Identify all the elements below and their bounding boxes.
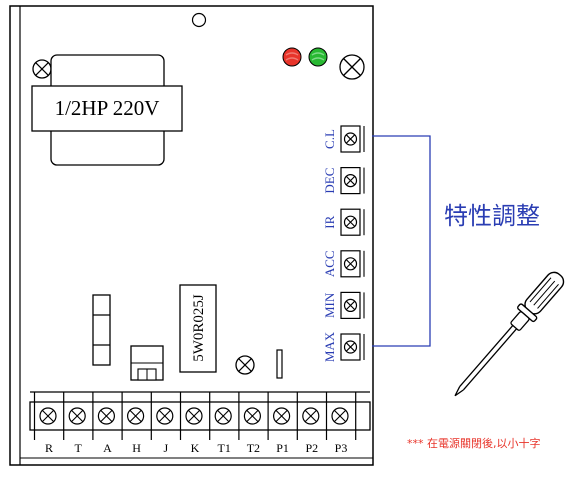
adjust-pot-label: C.L xyxy=(322,129,337,149)
terminal-j: J xyxy=(150,392,174,455)
terminal-label: H xyxy=(132,441,141,455)
screw-top-left-icon xyxy=(32,59,52,79)
terminal-label: A xyxy=(103,441,112,455)
resistor-label: 5W0R025J xyxy=(191,294,207,362)
terminal-label: P1 xyxy=(276,441,289,455)
screw-middle-icon xyxy=(235,355,255,375)
warning-note: *** 在電源關閉後,以小十字 xyxy=(407,437,541,450)
led-red xyxy=(282,47,302,67)
terminal-label: T1 xyxy=(218,441,231,455)
transformer: 1/2HP 220V xyxy=(31,54,183,166)
adjust-pot-acc: ACC xyxy=(322,250,365,278)
adjust-pot-ir: IR xyxy=(322,208,365,236)
adjustment-pots: C.L DEC IR ACC MIN MAX xyxy=(322,125,365,362)
adjust-pot-dec: DEC xyxy=(322,167,365,195)
led-green xyxy=(308,47,328,67)
adjust-pot-label: DEC xyxy=(322,168,337,194)
terminal-h: H xyxy=(121,392,145,455)
mounting-hole xyxy=(191,12,207,28)
terminal-k: K xyxy=(179,392,203,455)
shunt-resistor: 5W0R025J xyxy=(179,284,217,373)
terminal-label: J xyxy=(163,441,168,455)
jumper-slot xyxy=(276,349,283,379)
indicator-leds xyxy=(282,47,328,67)
adjust-pot-min: MIN xyxy=(322,291,365,319)
terminal-a: A xyxy=(92,392,116,455)
adjust-pot-label: MAX xyxy=(322,331,337,362)
terminal-p1: P1 xyxy=(267,392,291,455)
adjust-title: 特性調整 xyxy=(444,202,540,230)
screwdriver-icon xyxy=(454,271,565,397)
terminal-r: R xyxy=(33,392,57,455)
adjust-pot-max: MAX xyxy=(322,331,365,362)
adjust-pot-label: IR xyxy=(322,215,337,228)
adjust-pot-label: ACC xyxy=(322,250,337,277)
terminal-label: R xyxy=(45,441,53,455)
terminal-t: T xyxy=(63,392,86,455)
terminal-label: T xyxy=(75,441,83,455)
terminal-label: K xyxy=(191,441,200,455)
fuse xyxy=(92,294,111,366)
terminal-p2: P2 xyxy=(296,392,320,455)
adjust-pot-cl: C.L xyxy=(322,125,365,153)
adjust-bracket-line xyxy=(372,135,431,347)
terminal-label: P2 xyxy=(305,441,318,455)
terminal-label: P3 xyxy=(335,441,348,455)
terminal-t1: T1 xyxy=(209,392,232,455)
terminal-strip: R T A H J K T1 T2 P1 P2 P3 xyxy=(29,391,371,455)
terminal-label: T2 xyxy=(247,441,260,455)
terminal-t2: T2 xyxy=(238,392,261,455)
adjust-pot-label: MIN xyxy=(322,292,337,318)
terminal-p3: P3 xyxy=(325,392,349,455)
screw-top-right-icon xyxy=(339,54,365,80)
connector-block xyxy=(130,345,164,381)
transformer-label: 1/2HP 220V xyxy=(55,96,160,120)
